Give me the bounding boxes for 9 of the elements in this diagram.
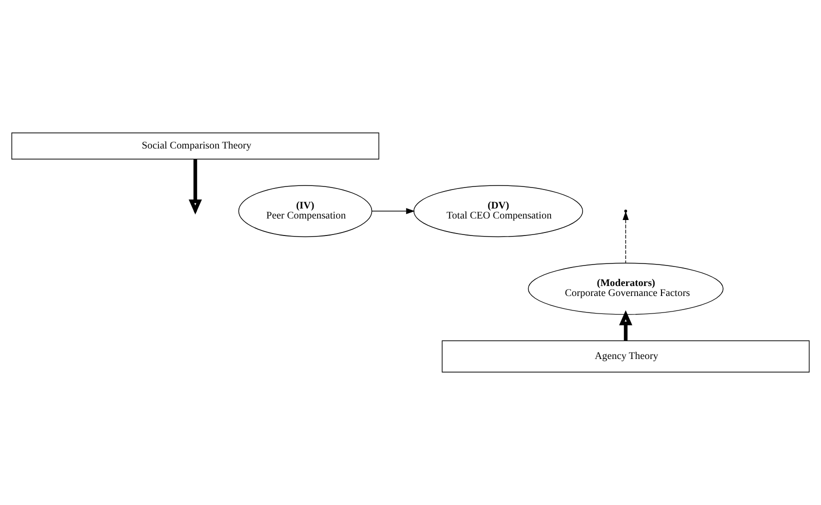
node-ellipse: (IV) Peer Compensation bbox=[238, 185, 372, 238]
node-ellipse: (Moderators) Corporate Governance Factors bbox=[528, 262, 724, 315]
node-ellipse: (DV) Total CEO Compensation bbox=[413, 185, 584, 238]
arrow bbox=[619, 310, 632, 341]
node-box: Social Comparison Theory bbox=[11, 132, 380, 160]
arrow bbox=[622, 211, 629, 264]
arrow bbox=[188, 159, 202, 215]
arrow bbox=[371, 208, 415, 214]
node-box: Agency Theory bbox=[442, 340, 810, 372]
